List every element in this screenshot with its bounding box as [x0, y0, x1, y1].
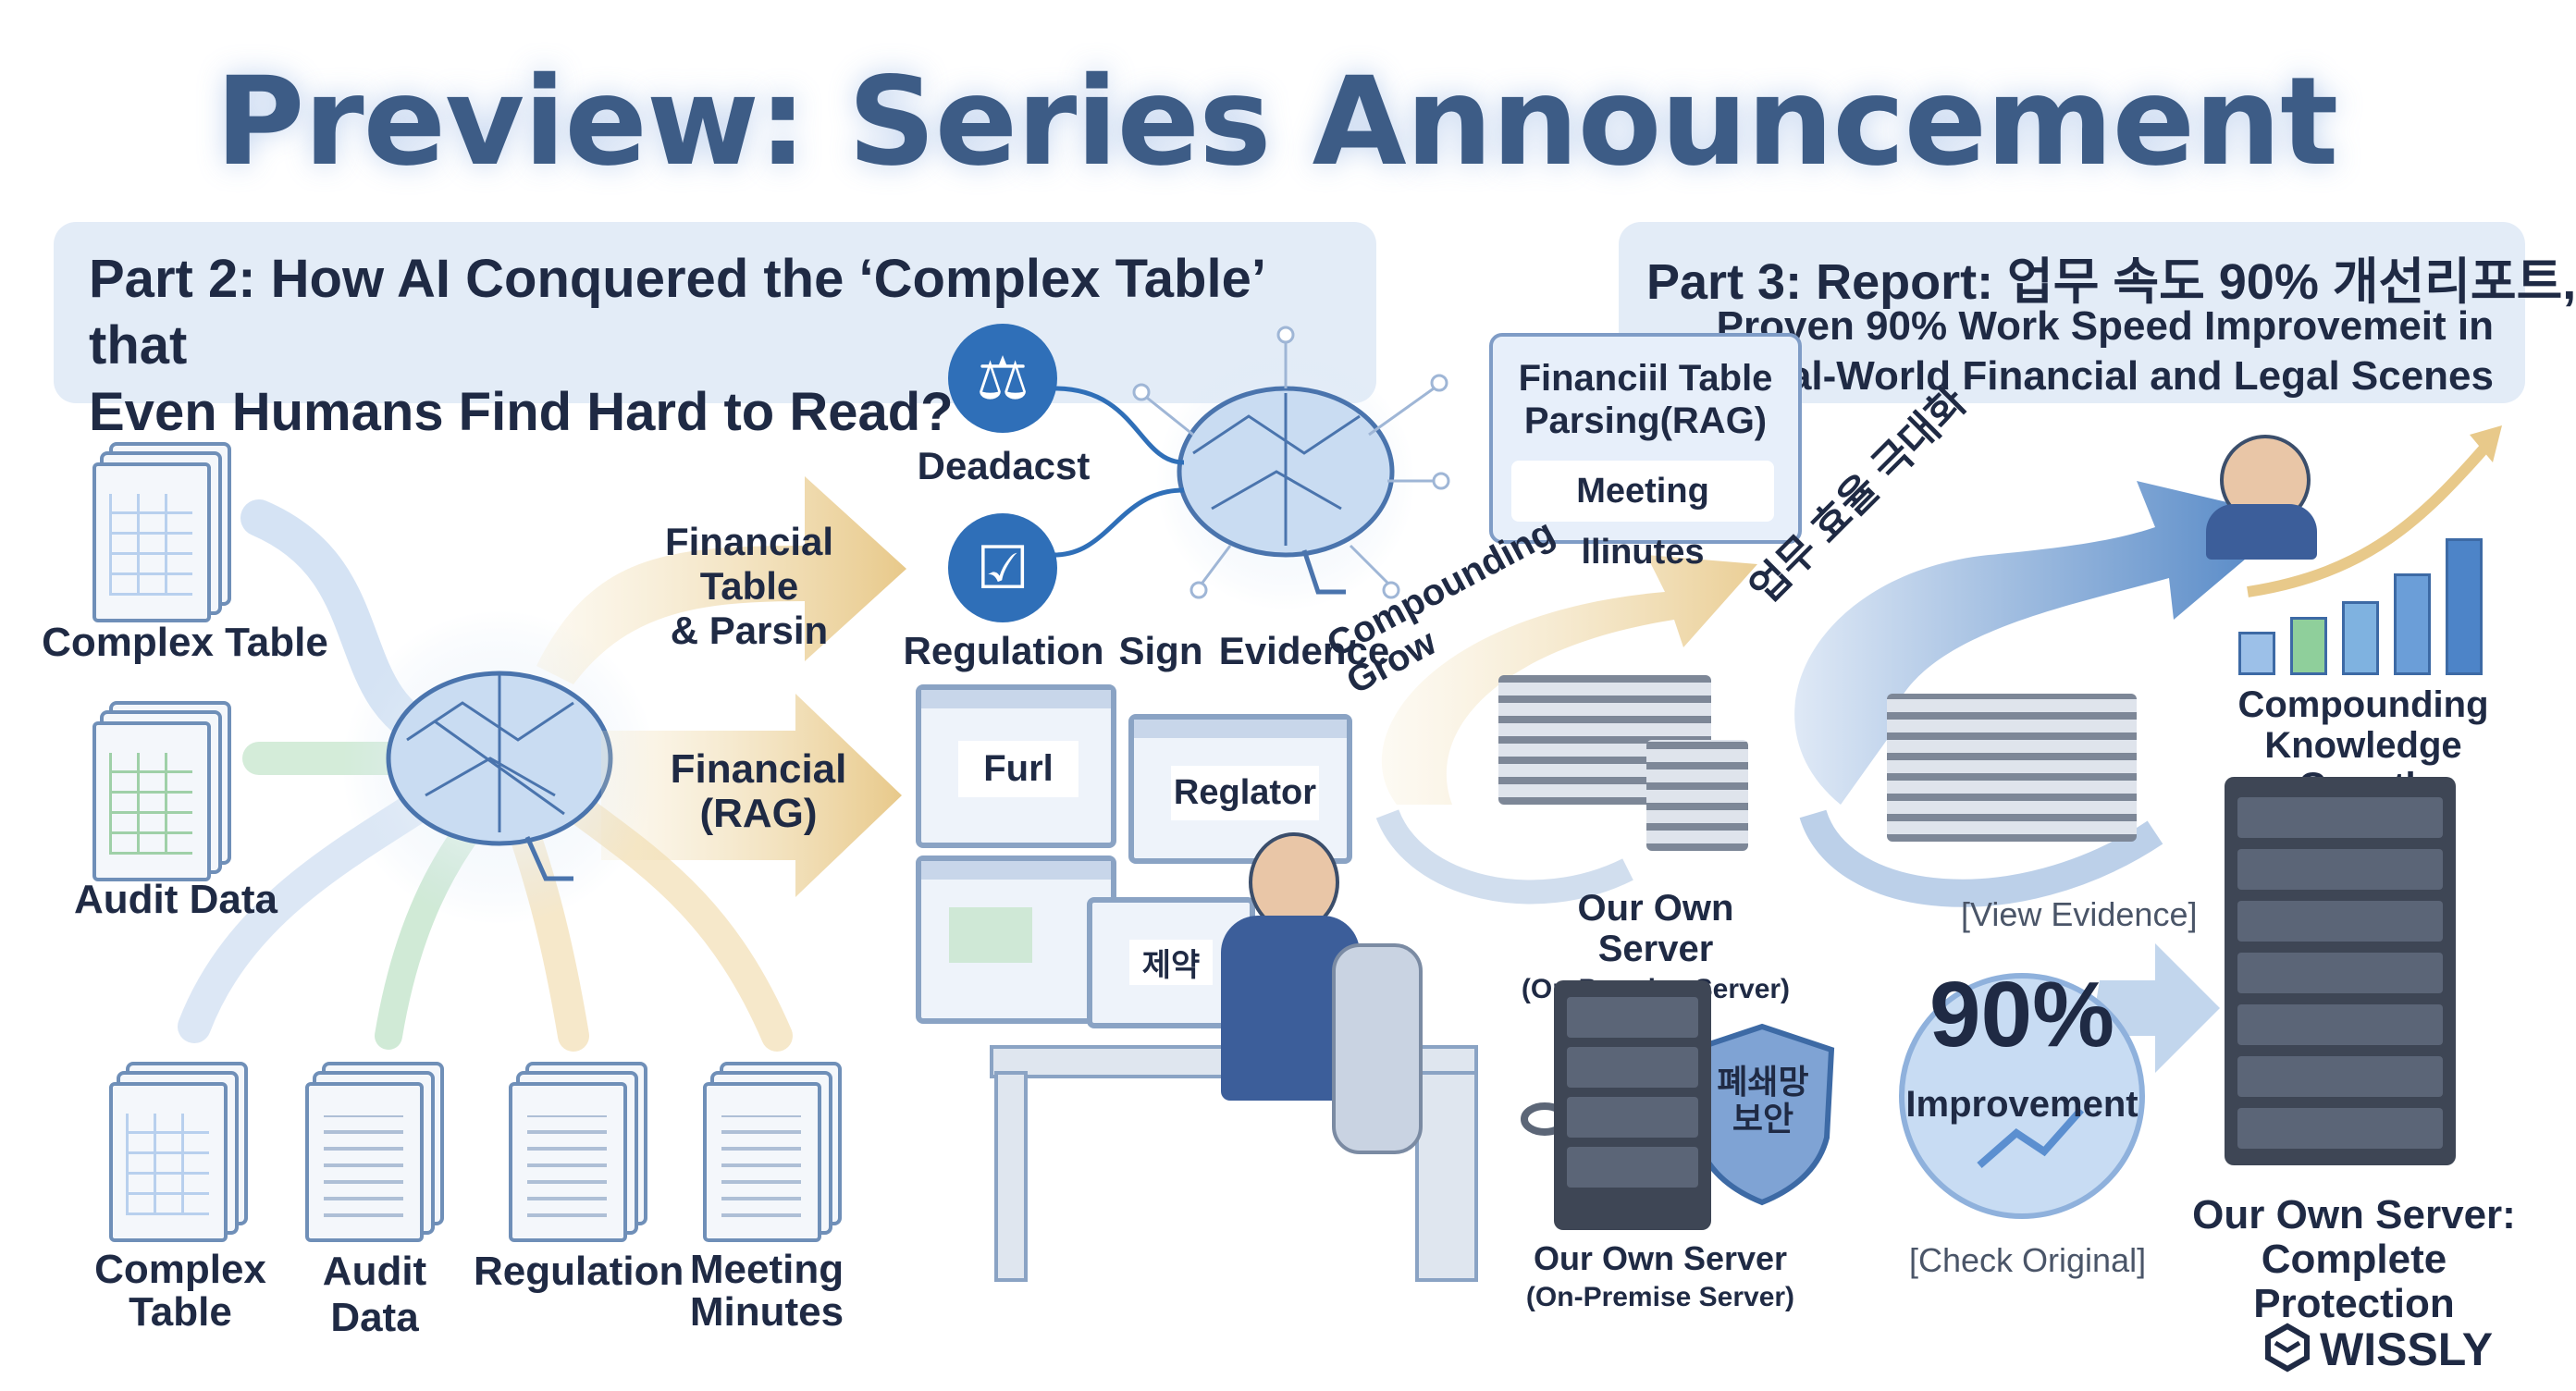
- monitor-label-reglator: Reglator: [1171, 766, 1319, 820]
- label-regulation: Regulation: [903, 629, 1104, 672]
- scales-icon: ⚖: [948, 324, 1057, 433]
- part3-panel: Part 3: Report: 업무 속도 90% 개선리포트, Proven …: [1619, 222, 2576, 403]
- improvement-circle: [1899, 973, 2145, 1219]
- growth-trend-arrowhead: [2470, 425, 2502, 462]
- document-stack-icon-3: [1887, 694, 2137, 842]
- label-bottom-minutes: Minutes: [689, 1289, 844, 1335]
- brain-icon-center: [1132, 326, 1450, 599]
- server-caption-2-line1: Our Own Server: [1533, 1239, 1788, 1277]
- wissly-logo-icon: [2264, 1323, 2311, 1373]
- label-bottom-meeting-minutes: Meeting Minutes: [670, 1249, 864, 1334]
- label-bottom-meeting: Meeting: [689, 1247, 844, 1292]
- improvement-trend-icon: [1977, 1107, 2084, 1169]
- part3-line3: Real-World Financial and Legal Scenes: [1736, 353, 2494, 399]
- improvement-percent: 90%: [1929, 963, 2115, 1066]
- label-bottom-audit-data: Audit Data: [322, 1249, 427, 1340]
- compounding-grow-arrow: [1375, 555, 1757, 905]
- checklist-icon: ☑: [948, 513, 1057, 622]
- complex-table-doc-icon: [92, 462, 211, 622]
- shield-text: 폐쇄망 보안: [1698, 1064, 1828, 1138]
- growth-bar: [2394, 572, 2431, 675]
- label-bottom-complex-table: Complex Table: [83, 1249, 277, 1334]
- part2-heading: Part 2: How AI Conquered the ‘Complex Ta…: [89, 246, 1365, 446]
- bubble-title: Financiil Table Parsing(RAG): [1493, 357, 1798, 442]
- monitor-reglator: Reglator: [1128, 714, 1352, 864]
- label-bottom-table: Table: [129, 1289, 232, 1335]
- arrow-label-lower-2: (RAG): [699, 791, 818, 836]
- protection-caption-1: Our Own Server:: [2192, 1192, 2516, 1237]
- server-caption-2: Our Own Server (On-Premise Server): [1508, 1239, 1813, 1317]
- arrow-label-financial-rag: Financial (RAG): [647, 747, 869, 836]
- monitor-chart: [916, 856, 1116, 1024]
- brand-name: WISSLY: [2320, 1323, 2494, 1375]
- label-bottom-regulation: Regulation: [474, 1249, 684, 1294]
- growth-caption-1: Compounding: [2237, 684, 2489, 725]
- server-rack-large: [2225, 777, 2456, 1165]
- bubble-line1: Financiil Table: [1518, 358, 1773, 399]
- complex-table-doc-icon-bottom: [109, 1082, 228, 1242]
- desk-leg-left: [994, 1071, 1028, 1282]
- growth-bar: [2290, 617, 2327, 675]
- part3-line1: Part 3: Report: 업무 속도 90% 개선리포트,: [1646, 254, 2576, 310]
- server-rack-middle: [1554, 980, 1711, 1230]
- bubble-chip: Meeting llinutes: [1511, 461, 1774, 572]
- label-bottom-complex: Complex: [94, 1247, 266, 1292]
- connector-regulation: [1054, 487, 1185, 558]
- part3-line2: Proven 90% Work Speed Improvemeit in: [1716, 303, 2494, 349]
- desk-monitor-text: 제약: [1129, 940, 1213, 985]
- part2-line2: Even Humans Find Hard to Read?: [89, 382, 954, 442]
- document-stack-icon-2: [1646, 740, 1748, 851]
- work-efficiency-arrow: [1794, 481, 2294, 907]
- presenter-body: [2206, 504, 2317, 560]
- parsing-bubble: Financiil Table Parsing(RAG) Meeting lli…: [1489, 333, 1802, 572]
- growth-trend-line: [2247, 440, 2493, 597]
- office-chair: [1332, 943, 1423, 1154]
- audit-data-doc-icon: [92, 721, 211, 881]
- regulation-doc-icon-bottom: [509, 1082, 627, 1242]
- growth-bar: [2342, 601, 2379, 675]
- check-original-link[interactable]: [Check Original]: [1909, 1241, 2147, 1279]
- improvement-label: Improvement: [1905, 1084, 2138, 1125]
- view-evidence-link[interactable]: [View Evidence]: [1961, 895, 2198, 933]
- server-caption-1-line1: Our Own Server: [1577, 888, 1734, 969]
- arrow-label-lower-1: Financial: [670, 746, 847, 792]
- protection-caption: Our Own Server: Complete Protection: [2174, 1193, 2534, 1326]
- page-title: Preview: Series Announcement: [215, 51, 2339, 193]
- part2-line1: Part 2: How AI Conquered the ‘Complex Ta…: [89, 249, 1263, 375]
- protection-caption-2: Complete Protection: [2253, 1237, 2455, 1326]
- shield-text-2: 보안: [1732, 1100, 1794, 1138]
- monitor-furl: Furl: [916, 684, 1116, 848]
- growth-bar: [2446, 537, 2483, 675]
- desk-leg-right: [1415, 1071, 1478, 1282]
- arrow-label-financial-table: Financial Table & Parsin: [610, 520, 888, 653]
- arrow-financial-rag: [601, 694, 902, 897]
- part3-subheading: Proven 90% Work Speed Improvemeit in Rea…: [1717, 302, 2494, 401]
- monitor-label-furl: Furl: [958, 741, 1078, 797]
- label-deadacst: Deadacst: [917, 444, 1091, 487]
- growth-bar: [2238, 631, 2275, 675]
- minutes-doc-icon-bottom: [703, 1082, 821, 1242]
- part2-panel: Part 2: How AI Conquered the ‘Complex Ta…: [54, 222, 1376, 442]
- label-evidence: Evidence: [1218, 629, 1390, 672]
- growth-bars: [2238, 499, 2497, 675]
- label-audit-data: Audit Data: [74, 877, 277, 922]
- arrow-label-upper-2: & Parsin: [670, 609, 829, 652]
- monitor-chart-block: [949, 907, 1032, 963]
- arrow-to-server: [2090, 943, 2220, 1073]
- shield-text-1: 폐쇄망: [1717, 1063, 1809, 1101]
- bubble-line2: Parsing(RAG): [1523, 400, 1768, 441]
- arrow-label-upper-1: Financial Table: [664, 520, 834, 608]
- audit-doc-icon-bottom: [305, 1082, 424, 1242]
- label-sign: Sign: [1118, 629, 1203, 672]
- connector-deadacst: [1054, 386, 1185, 465]
- brain-icon-left: [386, 671, 613, 881]
- arrow-financial-table: [536, 476, 906, 684]
- label-complex-table: Complex Table: [42, 620, 328, 665]
- server-caption-2-line2: (On-Premise Server): [1525, 1282, 1795, 1312]
- bubble-line3: Meeting llinutes: [1576, 472, 1709, 572]
